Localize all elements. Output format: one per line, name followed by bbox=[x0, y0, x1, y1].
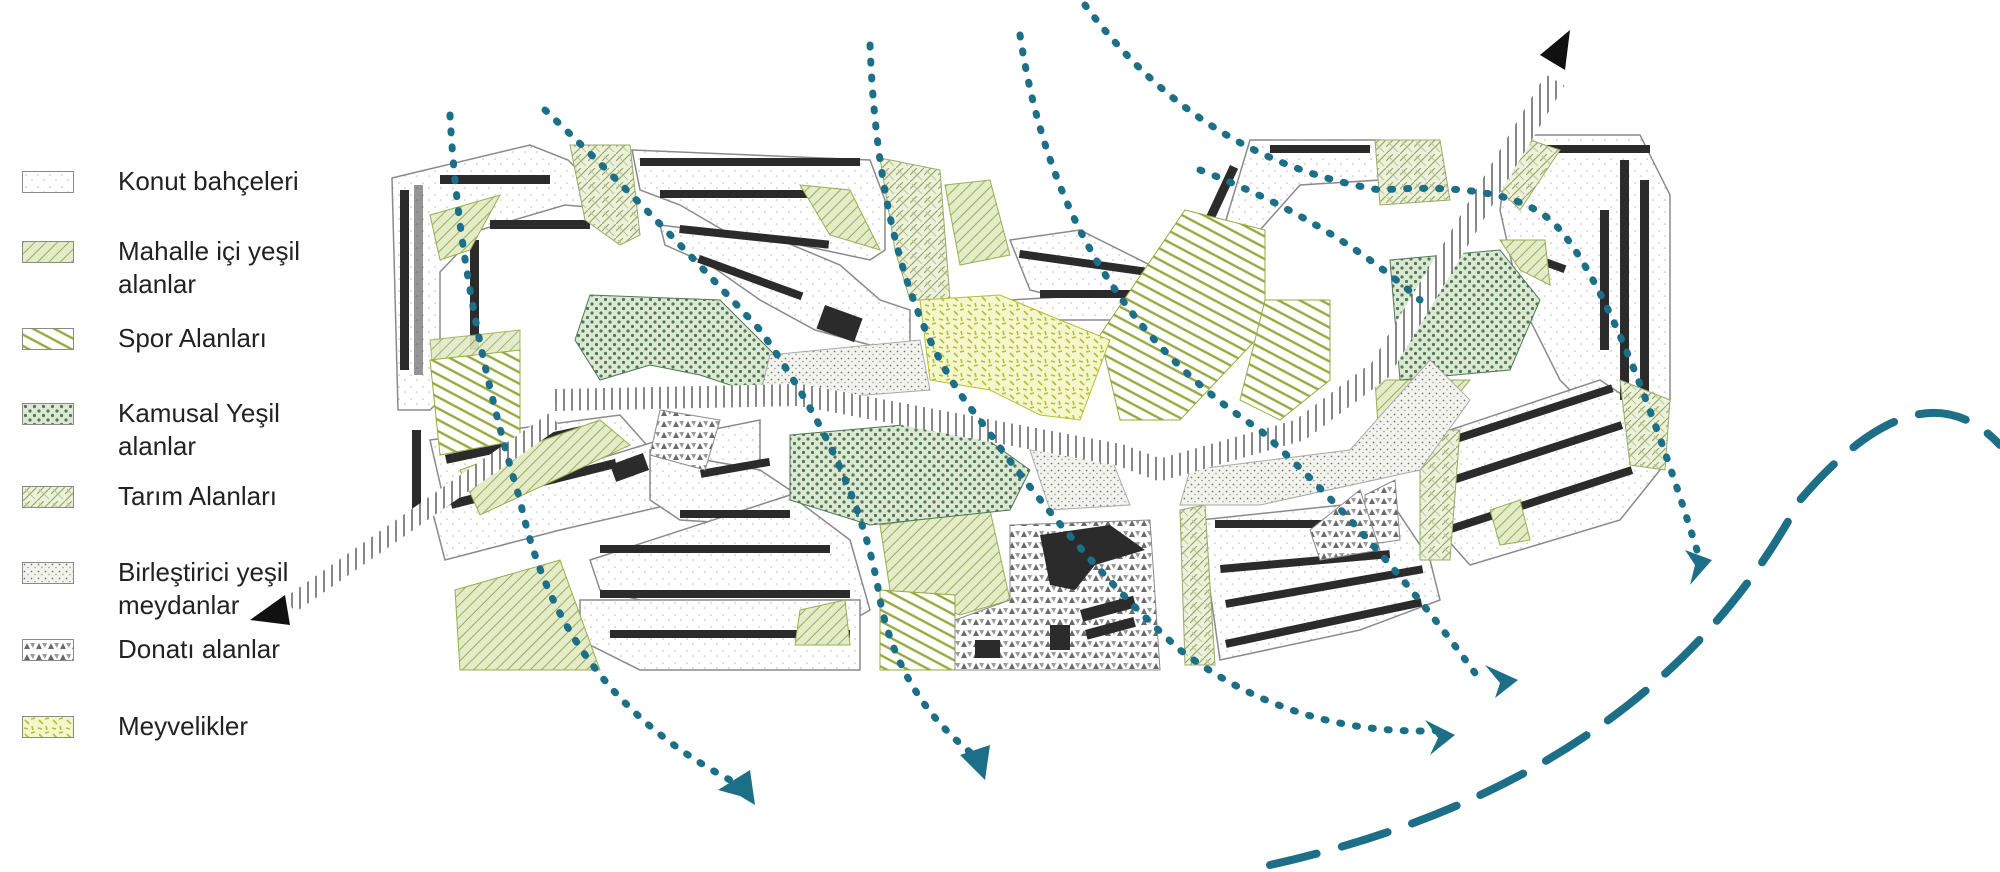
flow-arrowhead-2-icon bbox=[960, 745, 990, 780]
legend-swatch-kamusal bbox=[22, 403, 74, 425]
flow-lines bbox=[446, 1, 2000, 869]
flow-arrowheads bbox=[718, 550, 1712, 805]
legend-swatch-konut bbox=[22, 171, 74, 193]
legend-item-spor: Spor Alanları bbox=[22, 322, 267, 355]
legend-label-tarim: Tarım Alanları bbox=[118, 481, 277, 511]
flow-line-1 bbox=[446, 111, 734, 784]
legend: Konut bahçeleri Mahalle içi yeşil alanla… bbox=[22, 0, 322, 872]
green-corridor-curve bbox=[1266, 409, 2000, 869]
flow-arrowhead-1-icon bbox=[718, 770, 755, 805]
legend-swatch-birlestirici bbox=[22, 562, 74, 584]
flow-line-2 bbox=[541, 106, 984, 764]
axis-northeast-arrow-icon bbox=[1540, 30, 1570, 70]
legend-label-meyve: Meyvelikler bbox=[118, 711, 249, 741]
legend-label-donati: Donatı alanlar bbox=[118, 634, 280, 664]
legend-item-birlestirici: Birleştirici yeşil meydanlar bbox=[22, 556, 288, 622]
legend-swatch-tarim bbox=[22, 486, 74, 508]
building-footprints bbox=[400, 145, 1650, 648]
legend-label-konut: Konut bahçeleri bbox=[118, 166, 299, 196]
flow-arrowhead-5-icon bbox=[1685, 550, 1712, 585]
flow-line-6 bbox=[1196, 166, 1424, 304]
legend-swatch-meyve bbox=[22, 716, 74, 738]
legend-label-mahalle: Mahalle içi yeşil alanlar bbox=[118, 236, 301, 299]
flow-arrowhead-3-icon bbox=[1425, 720, 1455, 755]
flow-arrowhead-4-icon bbox=[1485, 665, 1518, 698]
legend-swatch-mahalle bbox=[22, 241, 74, 263]
legend-label-spor: Spor Alanları bbox=[118, 323, 267, 353]
farmland bbox=[569, 139, 1671, 666]
flow-line-4 bbox=[1016, 31, 1484, 684]
axis-west-arm bbox=[284, 412, 561, 613]
legend-item-donati: Donatı alanlar bbox=[22, 633, 280, 666]
legend-swatch-donati bbox=[22, 639, 74, 661]
legend-item-kamusal: Kamusal Yeşil alanlar bbox=[22, 397, 280, 463]
legend-label-kamusal: Kamusal Yeşil alanlar bbox=[118, 398, 280, 461]
flow-line-3 bbox=[866, 41, 1454, 735]
legend-label-birlestirici: Birleştirici yeşil meydanlar bbox=[118, 557, 289, 620]
legend-item-tarim: Tarım Alanları bbox=[22, 480, 277, 513]
legend-item-mahalle: Mahalle içi yeşil alanlar bbox=[22, 235, 300, 301]
legend-item-konut: Konut bahçeleri bbox=[22, 165, 299, 198]
legend-swatch-spor bbox=[22, 328, 74, 350]
legend-item-meyve: Meyvelikler bbox=[22, 710, 248, 743]
axis-west-arrow-icon bbox=[250, 595, 290, 625]
